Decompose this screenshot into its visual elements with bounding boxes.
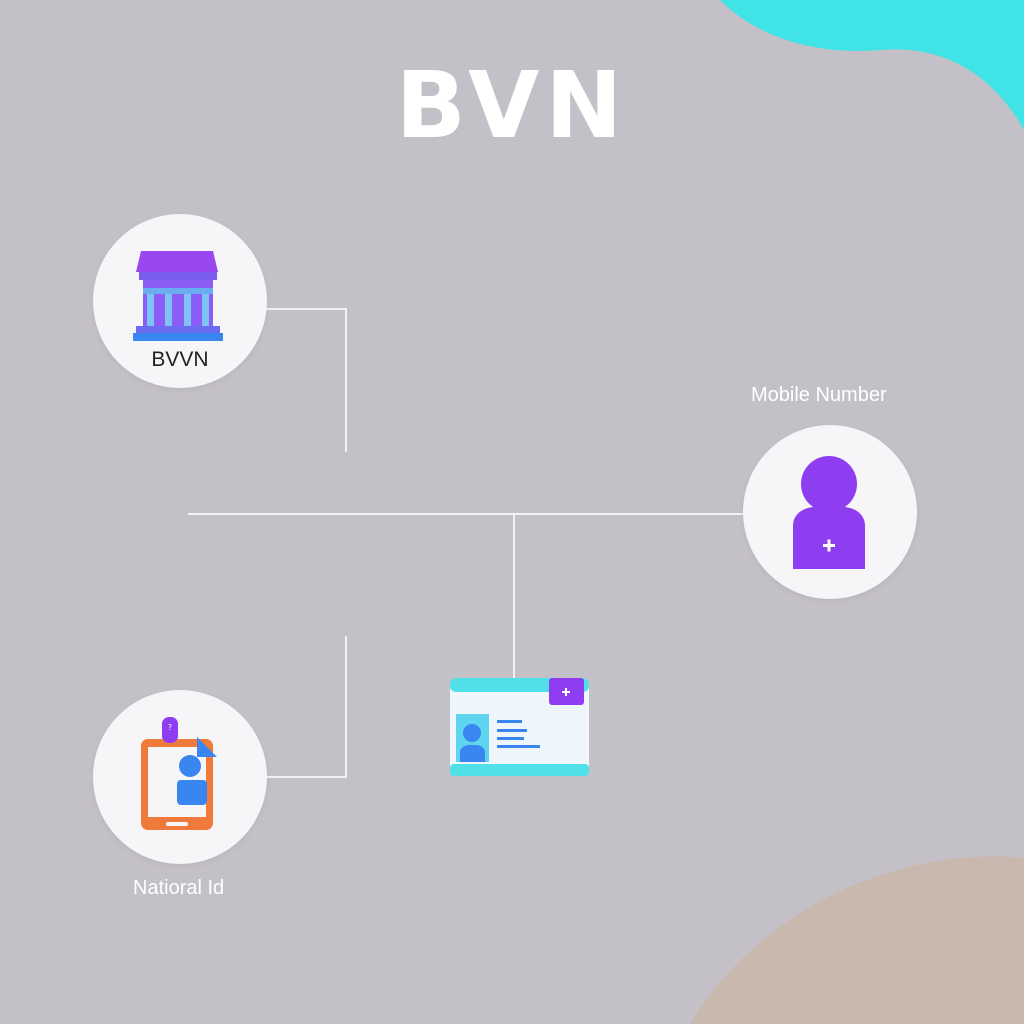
mobile-number-label: Mobile Number [751,384,887,406]
bank-building-icon [133,251,223,341]
id-tablet-icon: ? [141,717,217,830]
connector-national [266,636,347,778]
sand-corner-blob [690,856,1024,1024]
diagram-title: BVN [395,52,629,159]
node-mobile-number[interactable] [743,425,917,599]
connector-bvn [266,308,347,452]
bvn-node-label: BVVN [151,348,209,371]
cyan-corner-blob [720,0,1024,130]
node-national-id[interactable]: ? [93,690,267,864]
svg-text:?: ? [168,723,172,732]
user-plus-icon [793,456,865,569]
national-id-label: Natioral Id [133,877,225,899]
id-card-icon [450,678,589,776]
node-bvn[interactable]: BVVN [93,214,267,388]
